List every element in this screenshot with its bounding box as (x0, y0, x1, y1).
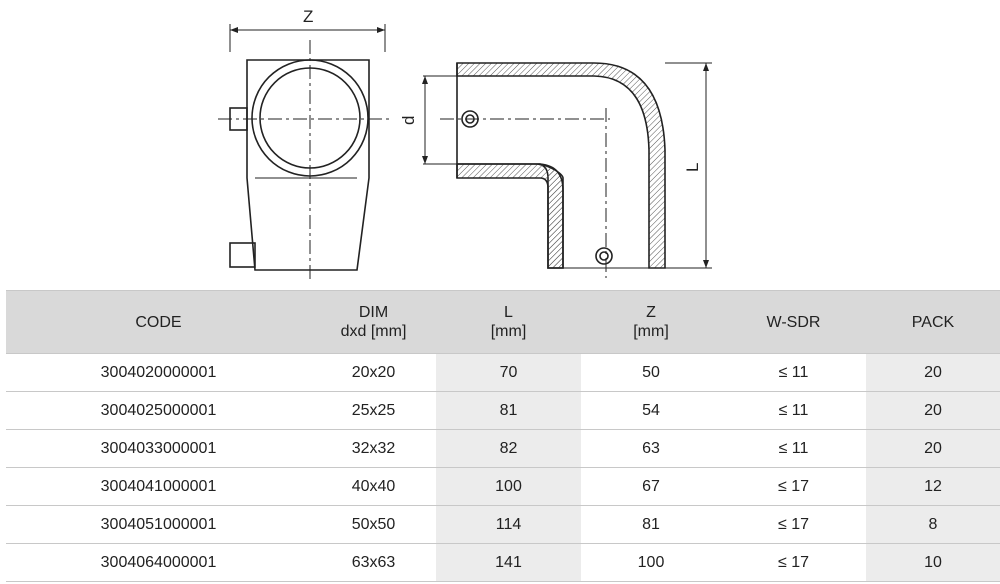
cell-code: 3004041000001 (6, 467, 311, 506)
header-pack: PACK (866, 290, 1000, 354)
cell-dim: 20x20 (311, 353, 436, 392)
header-z: Z[mm] (581, 290, 721, 354)
cell-w-sdr: ≤ 11 (721, 391, 866, 430)
cell-pack: 20 (866, 353, 1000, 392)
header-code: CODE (6, 290, 311, 354)
technical-drawing: Z d L (218, 7, 712, 282)
cell-code: 3004020000001 (6, 353, 311, 392)
cell-code: 3004051000001 (6, 505, 311, 544)
cell-z: 63 (581, 429, 721, 468)
cell-dim: 25x25 (311, 391, 436, 430)
cell-z: 100 (581, 543, 721, 582)
cell-w-sdr: ≤ 17 (721, 505, 866, 544)
section-view (422, 62, 712, 278)
cell-w-sdr: ≤ 11 (721, 353, 866, 392)
cell-l: 100 (436, 467, 581, 506)
cell-pack: 10 (866, 543, 1000, 582)
cell-code: 3004064000001 (6, 543, 311, 582)
cell-l: 82 (436, 429, 581, 468)
cell-w-sdr: ≤ 17 (721, 543, 866, 582)
cell-pack: 12 (866, 467, 1000, 506)
cell-z: 50 (581, 353, 721, 392)
cell-w-sdr: ≤ 17 (721, 467, 866, 506)
table-row: 3004033000001 32x32 82 63 ≤ 11 20 (6, 429, 1000, 468)
cell-dim: 40x40 (311, 467, 436, 506)
cell-z: 81 (581, 505, 721, 544)
table-row: 3004041000001 40x40 100 67 ≤ 17 12 (6, 467, 1000, 506)
table-row: 3004051000001 50x50 114 81 ≤ 17 8 (6, 505, 1000, 544)
cell-l: 81 (436, 391, 581, 430)
cell-dim: 50x50 (311, 505, 436, 544)
cell-w-sdr: ≤ 11 (721, 429, 866, 468)
cell-pack: 20 (866, 429, 1000, 468)
table-row: 3004020000001 20x20 70 50 ≤ 11 20 (6, 353, 1000, 392)
side-view (218, 24, 392, 282)
header-w-sdr: W-SDR (721, 290, 866, 354)
cell-l: 114 (436, 505, 581, 544)
dim-z-label: Z (303, 7, 313, 26)
cell-z: 67 (581, 467, 721, 506)
table-row: 3004025000001 25x25 81 54 ≤ 11 20 (6, 391, 1000, 430)
cell-dim: 32x32 (311, 429, 436, 468)
cell-code: 3004033000001 (6, 429, 311, 468)
cell-pack: 20 (866, 391, 1000, 430)
table-row: 3004064000001 63x63 141 100 ≤ 17 10 (6, 543, 1000, 582)
cell-l: 141 (436, 543, 581, 582)
cell-l: 70 (436, 353, 581, 392)
header-l: L[mm] (436, 290, 581, 354)
cell-dim: 63x63 (311, 543, 436, 582)
cell-z: 54 (581, 391, 721, 430)
cell-code: 3004025000001 (6, 391, 311, 430)
cell-pack: 8 (866, 505, 1000, 544)
dim-d-label: d (399, 116, 418, 125)
dim-l-label: L (683, 163, 702, 172)
